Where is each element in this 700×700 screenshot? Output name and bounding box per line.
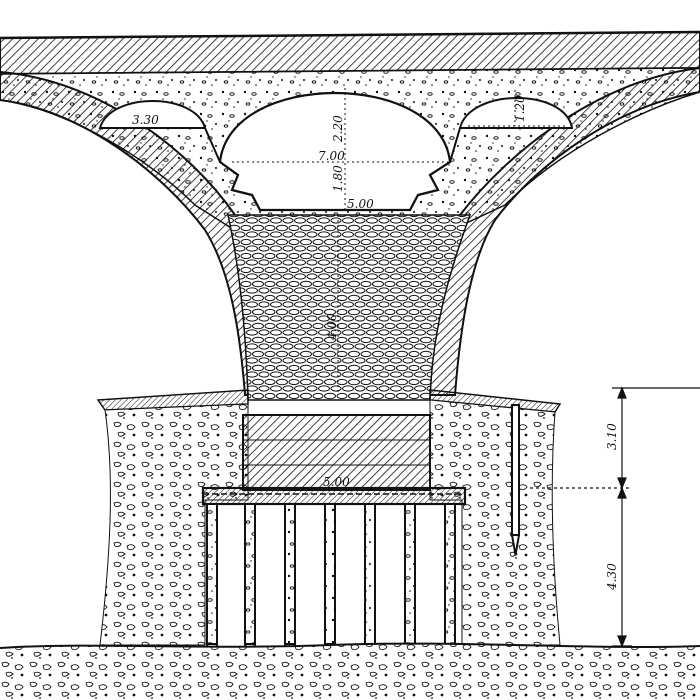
label-foundation-width: 5.00 — [323, 475, 350, 489]
height-dimension — [530, 386, 700, 648]
label-pier-height: 4.00 — [325, 313, 339, 341]
pile-4 — [323, 503, 337, 669]
relieving-openings — [98, 91, 574, 212]
label-center-span: 7.00 — [318, 149, 345, 163]
label-embankment-lower: 4.30 — [605, 563, 619, 591]
label-pier-width: 5.00 — [347, 197, 374, 211]
label-embankment-upper: 3.10 — [605, 423, 619, 450]
label-center-height: 1.80 — [331, 165, 345, 192]
label-center-rise: 2.20 — [331, 115, 345, 143]
stepped-faces — [204, 127, 461, 211]
dimension-lines — [105, 88, 568, 395]
soil-fill — [99, 399, 561, 646]
bedrock-line — [0, 642, 700, 700]
foundation-block — [242, 414, 431, 491]
pile-3 — [283, 503, 297, 669]
label-small-right-rise: 1.20 — [513, 95, 527, 122]
pile-2 — [243, 503, 257, 669]
dimension-labels: 3.30 1.20 2.20 7.00 1.80 5.00 4.00 5.00 … — [132, 95, 619, 591]
label-small-left-span: 3.30 — [132, 113, 159, 127]
pile-1 — [205, 503, 219, 669]
pile-cap — [201, 486, 467, 506]
test-pile — [510, 404, 521, 556]
bridge-deck — [0, 30, 700, 76]
